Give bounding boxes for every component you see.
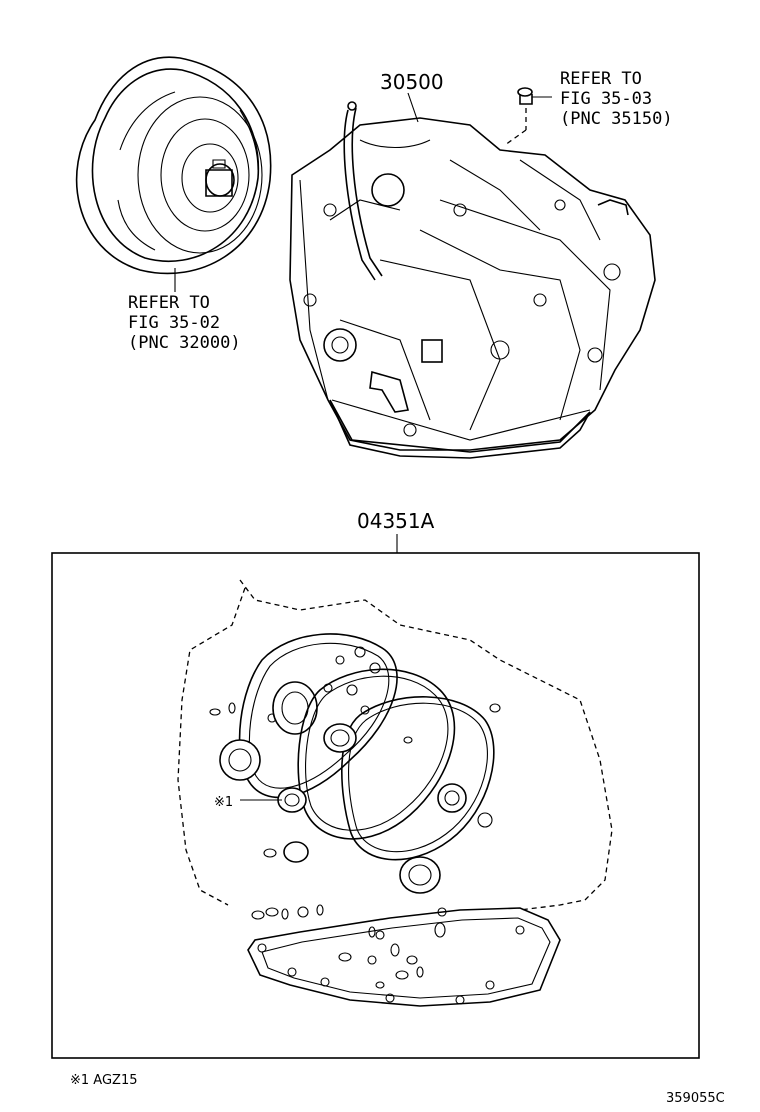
illustration-id: 359055C (666, 1091, 725, 1106)
ref-converter-line-3: (PNC 32000) (128, 333, 241, 353)
assembly-part-number: 30500 (380, 70, 444, 94)
transaxle-assembly-illustration (289, 101, 656, 459)
assembly-leader-line (407, 92, 419, 123)
kit-frame (51, 552, 700, 1059)
ref-valve-callout: REFER TO FIG 35-03 (PNC 35150) (560, 69, 673, 129)
ref-converter-line-1: REFER TO (128, 293, 210, 313)
ref-valve-line-1: REFER TO (560, 69, 642, 89)
valve-plug-illustration (504, 87, 552, 146)
ref-valve-line-2: FIG 35-03 (560, 89, 652, 109)
torque-converter-illustration (75, 56, 272, 275)
footnote-mark-1: ※1 AGZ15 (70, 1073, 137, 1088)
ref-converter-callout: REFER TO FIG 35-02 (PNC 32000) (128, 293, 241, 353)
mark-1-label: ※1 (214, 795, 233, 810)
kit-part-number: 04351A (357, 509, 435, 533)
ref-valve-line-3: (PNC 35150) (560, 109, 673, 129)
ref-converter-line-2: FIG 35-02 (128, 313, 220, 333)
gasket-kit-illustration (177, 579, 613, 1007)
